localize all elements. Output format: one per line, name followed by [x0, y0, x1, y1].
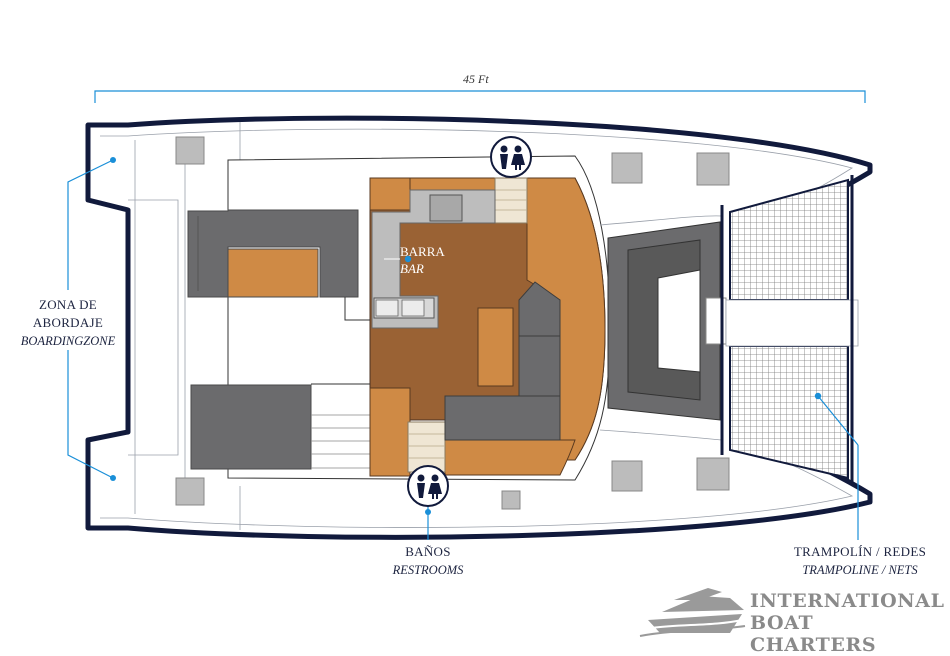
transom-steps	[128, 122, 241, 530]
aft-lounge-upper	[187, 209, 359, 298]
foredeck-line	[599, 215, 723, 441]
bar-label: BARRA BAR	[400, 243, 480, 277]
length-dimension-label: 45 Ft	[463, 72, 489, 86]
marker-dot-icon	[110, 157, 116, 163]
brand-line-1: INTERNATIONAL	[750, 590, 945, 612]
trampoline-label-en: TRAMPOLINE / NETS	[802, 563, 918, 577]
brand-line-2: BOAT CHARTERS	[750, 612, 877, 656]
trampoline-label-es: TRAMPOLÍN / REDES	[793, 544, 927, 559]
boarding-zone-label: ZONA DE ABORDAJE BOARDINGZONE	[0, 296, 136, 350]
marker-dot-icon	[110, 475, 116, 481]
restroom-icon	[490, 136, 532, 178]
brand-logo: INTERNATIONAL BOAT CHARTERS	[750, 590, 945, 656]
restrooms-label-en: RESTROOMS	[392, 563, 464, 577]
trampoline-nets	[720, 175, 859, 485]
boat-logo-icon	[639, 588, 746, 637]
light-wood-panels	[369, 177, 606, 477]
boarding-callout	[67, 159, 114, 479]
boarding-zone-es-line2: ABORDAJE	[32, 315, 104, 330]
restrooms-label-es: BAÑOS	[405, 544, 451, 559]
marker-dot-icon	[425, 509, 431, 515]
bar-callout	[384, 255, 412, 263]
marker-dot-icon	[814, 392, 822, 400]
length-dimension-line	[94, 90, 866, 103]
cabin-partitions	[311, 297, 370, 385]
foredeck-sunbed	[607, 221, 727, 421]
companionway-stairs	[407, 177, 528, 473]
trampoline-callout	[814, 392, 859, 540]
boarding-zone-en: BOARDINGZONE	[20, 334, 116, 348]
marker-dot-icon	[404, 255, 412, 263]
bar-label-en: BAR	[400, 261, 424, 276]
restrooms-label: BAÑOS RESTROOMS	[368, 543, 488, 579]
salon-settee	[444, 281, 561, 441]
restroom-callout	[425, 506, 431, 540]
trampoline-label: TRAMPOLÍN / REDES TRAMPOLINE / NETS	[780, 543, 940, 579]
boarding-zone-es-line1: ZONA DE	[38, 297, 98, 312]
aft-lounge-lower	[190, 384, 370, 470]
bar-label-es: BARRA	[400, 244, 445, 259]
deck-hatches	[175, 136, 730, 510]
restroom-icon	[407, 465, 449, 507]
